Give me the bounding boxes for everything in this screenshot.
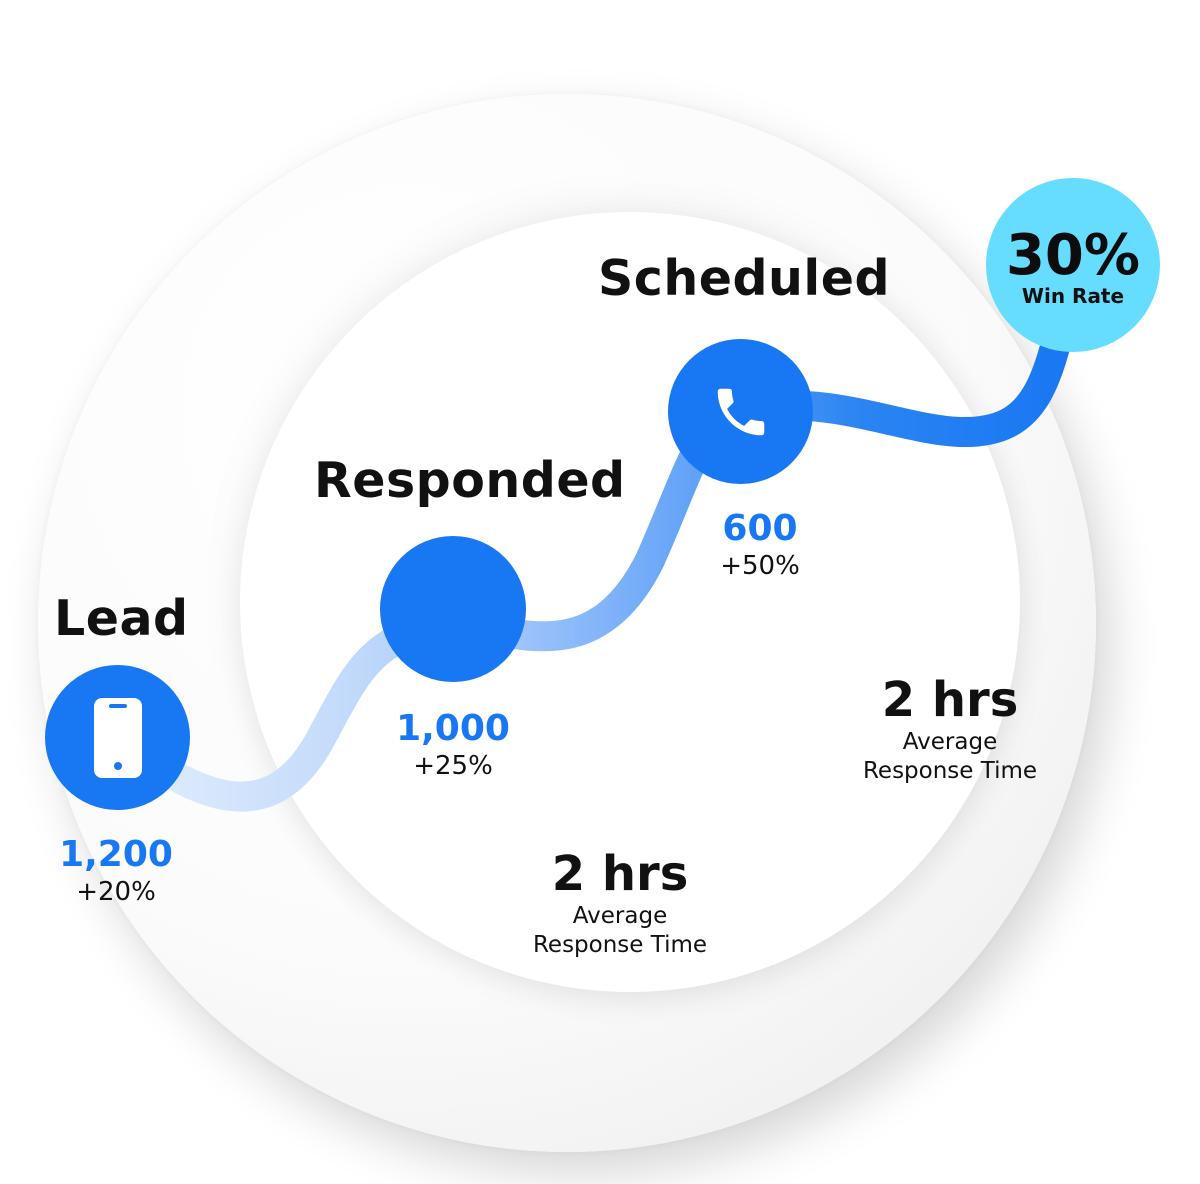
response-time-value: 2 hrs <box>881 672 1019 728</box>
stage-label-lead: Lead <box>54 590 189 647</box>
win-rate-node: 30% Win Rate <box>986 178 1160 352</box>
scheduled-delta: +50% <box>720 551 800 581</box>
response-time-caption-line1: Average <box>572 903 668 929</box>
responded-delta: +25% <box>413 751 493 781</box>
responded-node <box>380 536 526 682</box>
lead-delta: +20% <box>76 877 156 907</box>
phone-device-icon <box>93 697 142 778</box>
lead-count: 1,200 <box>59 834 173 875</box>
response-time-caption-line2: Response Time <box>862 758 1038 784</box>
flow-line <box>103 250 1088 812</box>
lead-node <box>45 665 190 810</box>
responded-count: 1,000 <box>396 708 510 749</box>
win-rate-value: 30% <box>1005 223 1141 288</box>
response-time-caption-line2: Response Time <box>532 932 708 958</box>
response-time-value: 2 hrs <box>551 846 689 902</box>
lead-metric: 1,200 +20% <box>46 834 186 908</box>
response-time-lower: 2 hrs Average Response Time <box>500 846 740 960</box>
scheduled-count: 600 <box>722 508 798 549</box>
phone-call-icon <box>717 388 764 435</box>
response-time-caption-line1: Average <box>902 729 998 755</box>
stage-label-responded: Responded <box>314 452 626 509</box>
response-time-upper: 2 hrs Average Response Time <box>830 672 1070 786</box>
win-rate-caption: Win Rate <box>1021 284 1125 308</box>
scheduled-metric: 600 +50% <box>690 508 830 582</box>
stage-label-scheduled: Scheduled <box>598 250 891 307</box>
responded-metric: 1,000 +25% <box>380 708 526 782</box>
scheduled-node <box>668 339 813 484</box>
